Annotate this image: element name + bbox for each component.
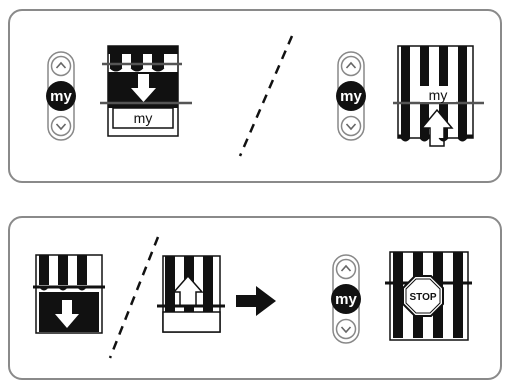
my-button-label: my [340,88,362,105]
remote-control: my [45,51,77,141]
separator-line [238,35,294,157]
blind-up-to-my-icon: my [393,45,484,147]
my-position-label: my [429,87,448,103]
blind-moving-down-icon [33,254,105,334]
my-button-label: my [335,291,357,308]
separator-line [108,236,160,359]
my-position-label: my [134,110,153,126]
remote-control: my [335,51,367,141]
stop-sign-label: STOP [409,292,436,303]
my-button-label: my [50,88,72,105]
blind-down-to-my-icon: my [100,45,192,137]
blind-stopped-icon: STOP [385,251,472,341]
arrow-right-icon [236,286,276,316]
blind-moving-up-icon [157,255,225,333]
remote-control: my [330,254,362,344]
stop-sign-icon: STOP [402,275,444,317]
